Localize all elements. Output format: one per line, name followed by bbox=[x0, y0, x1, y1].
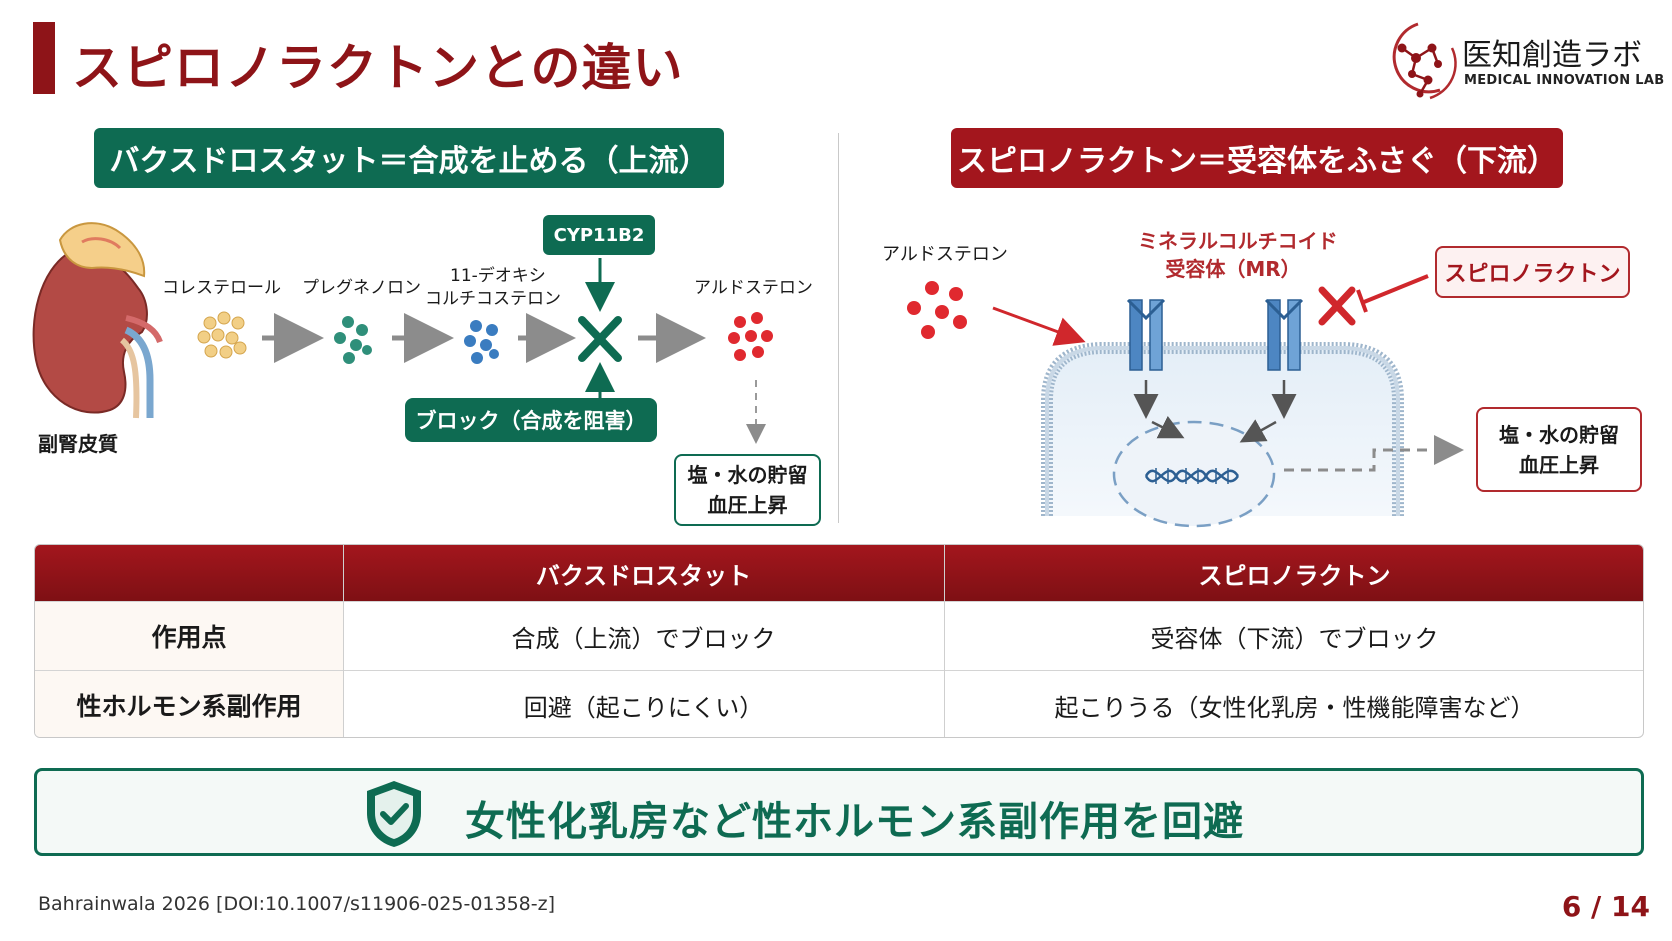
cell: 合成（上流）でブロック bbox=[511, 624, 776, 653]
row-label: 性ホルモン系副作用 bbox=[35, 671, 343, 737]
conclusion-text: 女性化乳房など性ホルモン系副作用を回避 bbox=[465, 799, 1244, 845]
table-header: バクスドロスタット スピロノラクトン bbox=[35, 545, 1643, 601]
organ-label: 副腎皮質 bbox=[38, 432, 118, 456]
deoxycorticosterone-molecules bbox=[464, 320, 499, 364]
panel-divider bbox=[838, 133, 839, 523]
table-row: 作用点 合成（上流）でブロック 受容体（下流）でブロック bbox=[35, 601, 1643, 670]
nucleus bbox=[1112, 420, 1276, 528]
cholesterol-molecules bbox=[197, 311, 247, 359]
mr-receptor-right bbox=[1264, 298, 1304, 371]
logo-subtitle: MEDICAL INNOVATION LAB bbox=[1464, 73, 1665, 88]
ligand-label: アルドステロン bbox=[882, 244, 1008, 265]
cell: 回避（起こりにくい） bbox=[523, 693, 764, 722]
step-cholesterol: コレステロール bbox=[162, 278, 281, 298]
network-node-logo-icon bbox=[1392, 22, 1457, 100]
logo-name: 医知創造ラボ bbox=[1462, 38, 1642, 73]
dna-icon bbox=[1155, 468, 1229, 484]
aldosterone-molecules-right bbox=[907, 281, 967, 339]
step-deoxy-line2: コルチコステロン bbox=[425, 289, 561, 309]
pregnenolone-molecules bbox=[334, 316, 372, 364]
block-x-icon-green bbox=[578, 316, 622, 362]
right-effect-box: 塩・水の貯留 血圧上昇 bbox=[1476, 407, 1642, 492]
left-effect-box: 塩・水の貯留 血圧上昇 bbox=[674, 454, 821, 526]
page-title: スピロノラクトンとの違い bbox=[72, 39, 684, 97]
title-accent-bar bbox=[33, 22, 55, 94]
block-x-icon-red bbox=[1318, 286, 1356, 326]
step-deoxy-line1: 11-デオキシ bbox=[450, 266, 546, 286]
page-number: 6 / 14 bbox=[1561, 890, 1650, 923]
left-section-heading: バクスドロスタット＝合成を止める（上流） bbox=[94, 128, 724, 188]
step-pregnenolone: プレグネノロン bbox=[302, 278, 421, 298]
cell: 起こりうる（女性化乳房・性機能障害など） bbox=[1054, 693, 1535, 722]
table-row: 性ホルモン系副作用 回避（起こりにくい） 起こりうる（女性化乳房・性機能障害など… bbox=[35, 670, 1643, 737]
header-spironolactone: スピロノラクトン bbox=[1198, 561, 1391, 590]
effect-line2: 血圧上昇 bbox=[707, 493, 788, 517]
cell: 受容体（下流）でブロック bbox=[1150, 624, 1439, 653]
column-divider bbox=[944, 545, 945, 737]
aldosterone-molecules-left bbox=[728, 312, 773, 361]
kidney-adrenal-icon bbox=[32, 222, 163, 419]
logo: 医知創造ラボ MEDICAL INNOVATION LAB bbox=[1378, 18, 1664, 104]
conclusion-banner: 女性化乳房など性ホルモン系副作用を回避 bbox=[34, 768, 1644, 856]
header-empty bbox=[35, 545, 343, 601]
comparison-table: バクスドロスタット スピロノラクトン 作用点 合成（上流）でブロック 受容体（下… bbox=[34, 544, 1644, 738]
effect-line2: 血圧上昇 bbox=[1519, 452, 1599, 477]
enzyme-tag: CYP11B2 bbox=[543, 215, 655, 255]
effect-line1: 塩・水の貯留 bbox=[1499, 422, 1619, 447]
column-divider bbox=[343, 545, 344, 737]
right-section-heading: スピロノラクトン＝受容体をふさぐ（下流） bbox=[951, 128, 1563, 188]
shield-check-icon bbox=[367, 781, 421, 847]
header-baxdrostat: バクスドロスタット bbox=[535, 561, 752, 590]
receptor-label-line2: 受容体（MR） bbox=[1165, 257, 1301, 281]
receptor-label-line1: ミネラルコルチコイド bbox=[1138, 229, 1338, 253]
effect-line1: 塩・水の貯留 bbox=[687, 463, 808, 487]
row-label: 作用点 bbox=[35, 602, 343, 670]
step-aldosterone: アルドステロン bbox=[694, 278, 813, 298]
spironolactone-tag: スピロノラクトン bbox=[1435, 246, 1630, 298]
block-tag: ブロック（合成を阻害） bbox=[405, 398, 657, 442]
citation: Bahrainwala 2026 [DOI:10.1007/s11906-025… bbox=[38, 893, 556, 915]
mr-receptor-left bbox=[1126, 298, 1166, 371]
